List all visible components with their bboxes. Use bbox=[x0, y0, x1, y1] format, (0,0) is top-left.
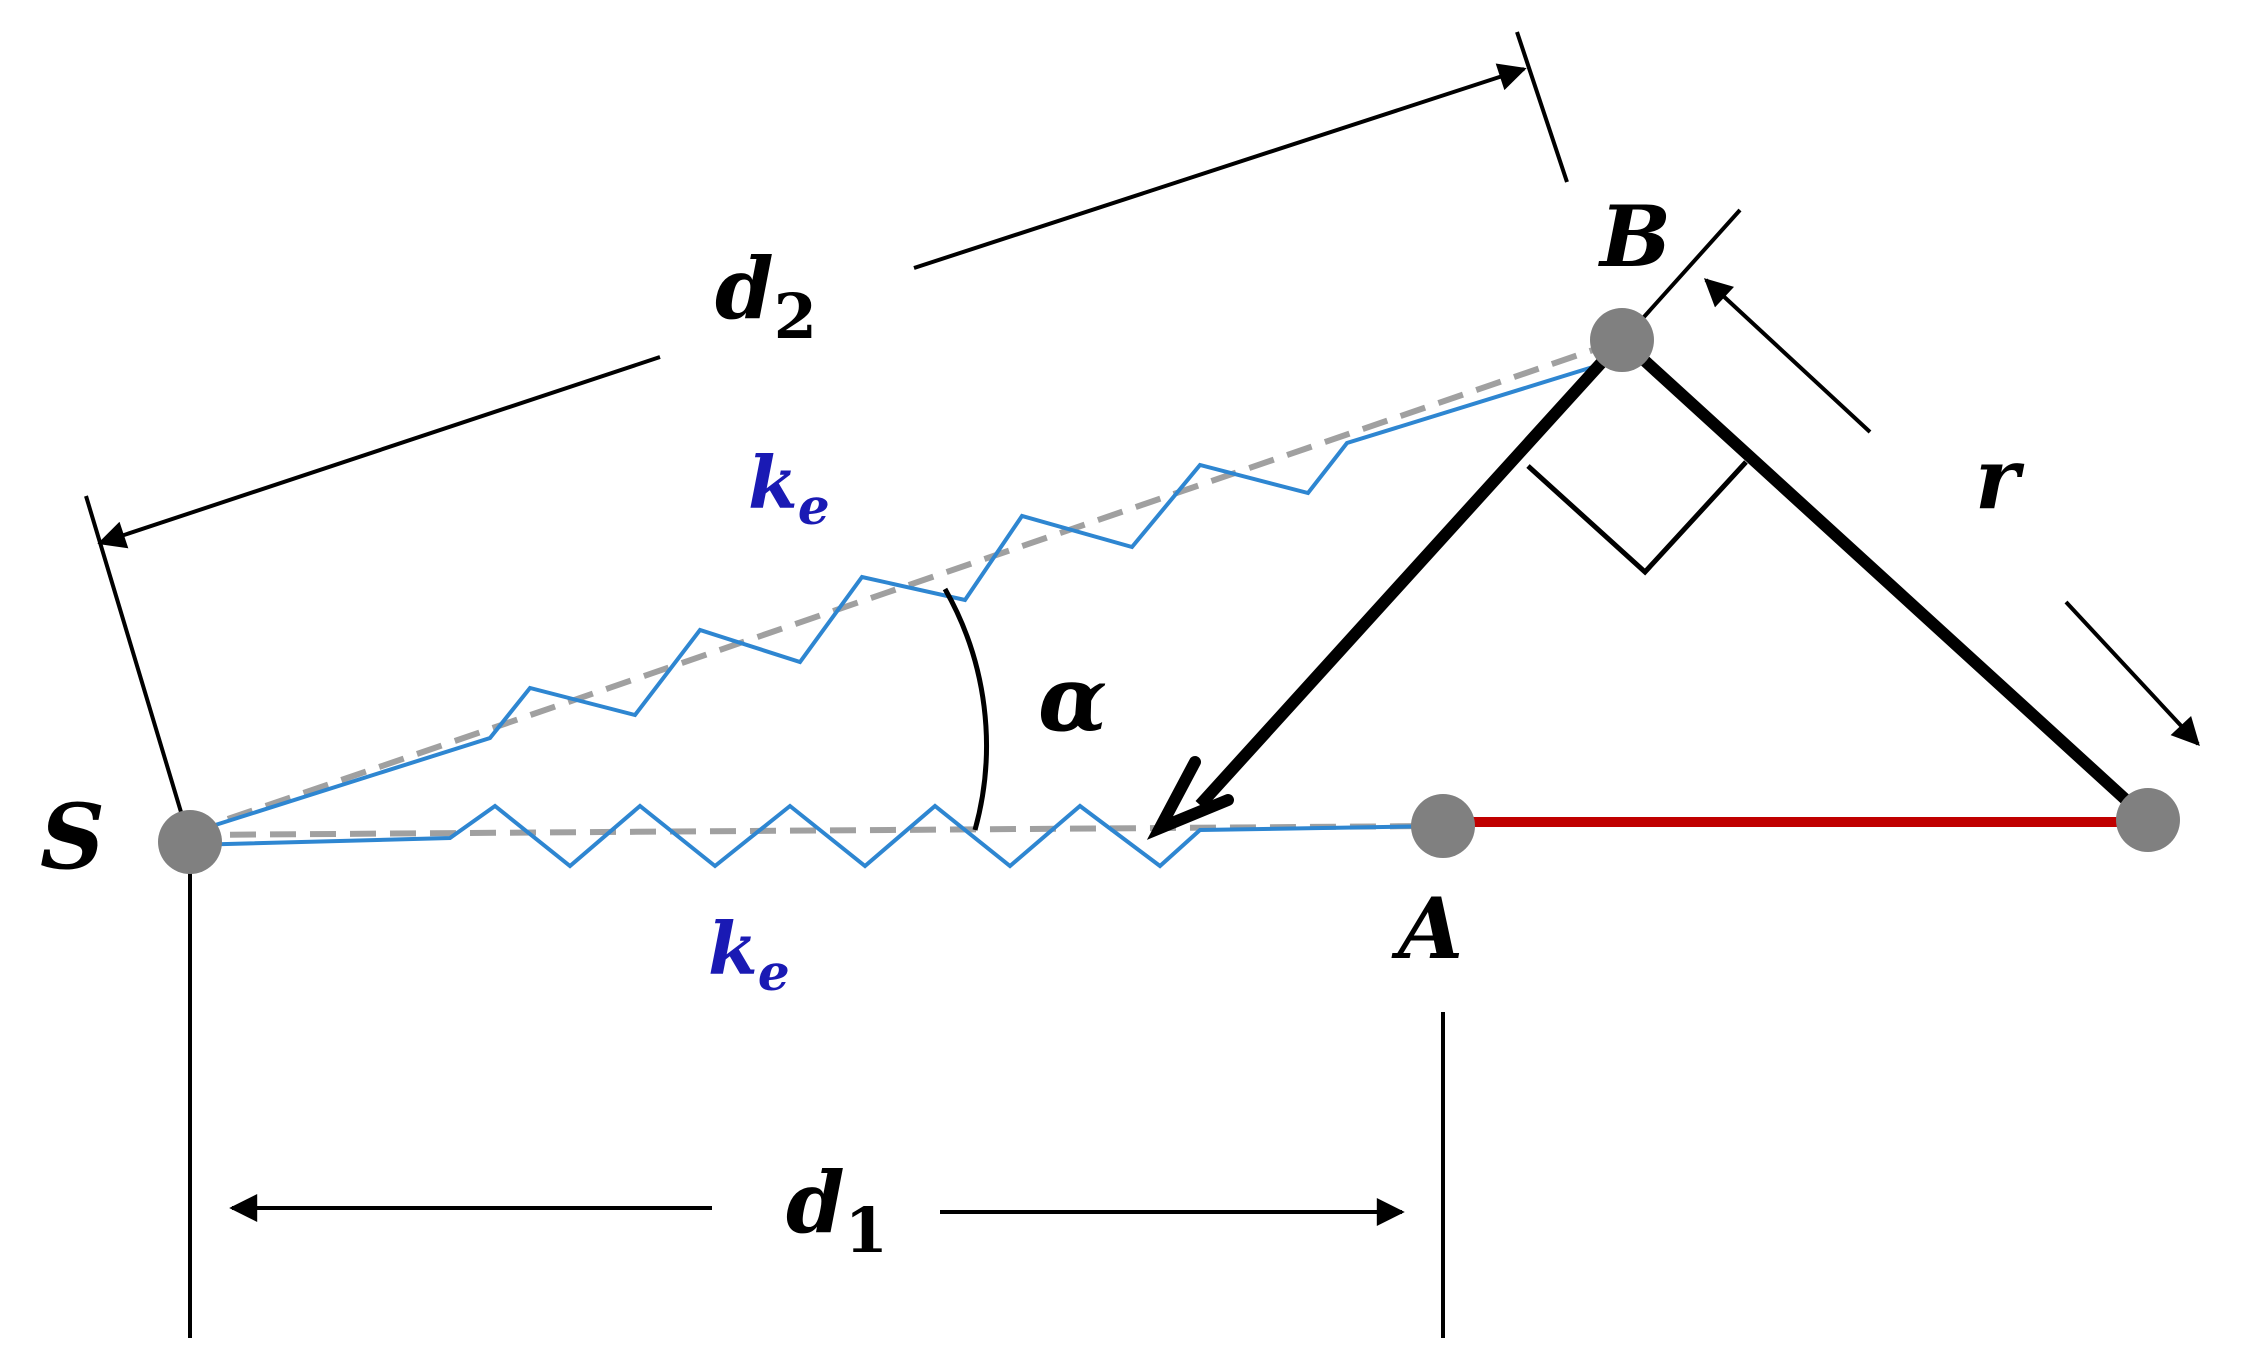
direction-arrow-b-to-a bbox=[1195, 335, 1627, 810]
label-b: B bbox=[1598, 187, 1671, 286]
direction-arrow-b-to-a-head bbox=[1146, 756, 1234, 840]
d2-extension-b bbox=[1515, 31, 1569, 183]
right-angle-marker bbox=[1526, 460, 1748, 576]
d2-extension-s bbox=[84, 495, 192, 843]
label-d2: d2 bbox=[715, 239, 817, 353]
d2-arrow-right bbox=[913, 63, 1527, 270]
angle-alpha-arc bbox=[942, 587, 989, 831]
spring-upper bbox=[189, 356, 1623, 835]
node-b bbox=[1590, 308, 1654, 372]
node-s bbox=[158, 810, 222, 874]
spring-lower bbox=[189, 803, 1441, 869]
d2-arrow-left bbox=[97, 355, 661, 549]
d2-dimension bbox=[84, 31, 1569, 843]
label-a: A bbox=[1391, 879, 1463, 978]
node-a bbox=[1411, 794, 1475, 858]
link-b-right-node bbox=[1617, 335, 2153, 825]
label-d1: d1 bbox=[786, 1153, 888, 1267]
label-alpha: α bbox=[1038, 646, 1107, 752]
label-r: r bbox=[1975, 429, 2025, 528]
r-arrow-up bbox=[1703, 278, 1872, 434]
label-ke-lower: ke bbox=[708, 906, 790, 1002]
tangent-line-b bbox=[1623, 208, 1742, 340]
r-arrow-down bbox=[2064, 600, 2200, 747]
dashed-line-s-b bbox=[189, 337, 1623, 835]
node-right bbox=[2116, 788, 2180, 852]
d1-dimension bbox=[188, 842, 1445, 1338]
label-s: S bbox=[40, 784, 105, 890]
label-ke-upper: ke bbox=[748, 440, 830, 536]
